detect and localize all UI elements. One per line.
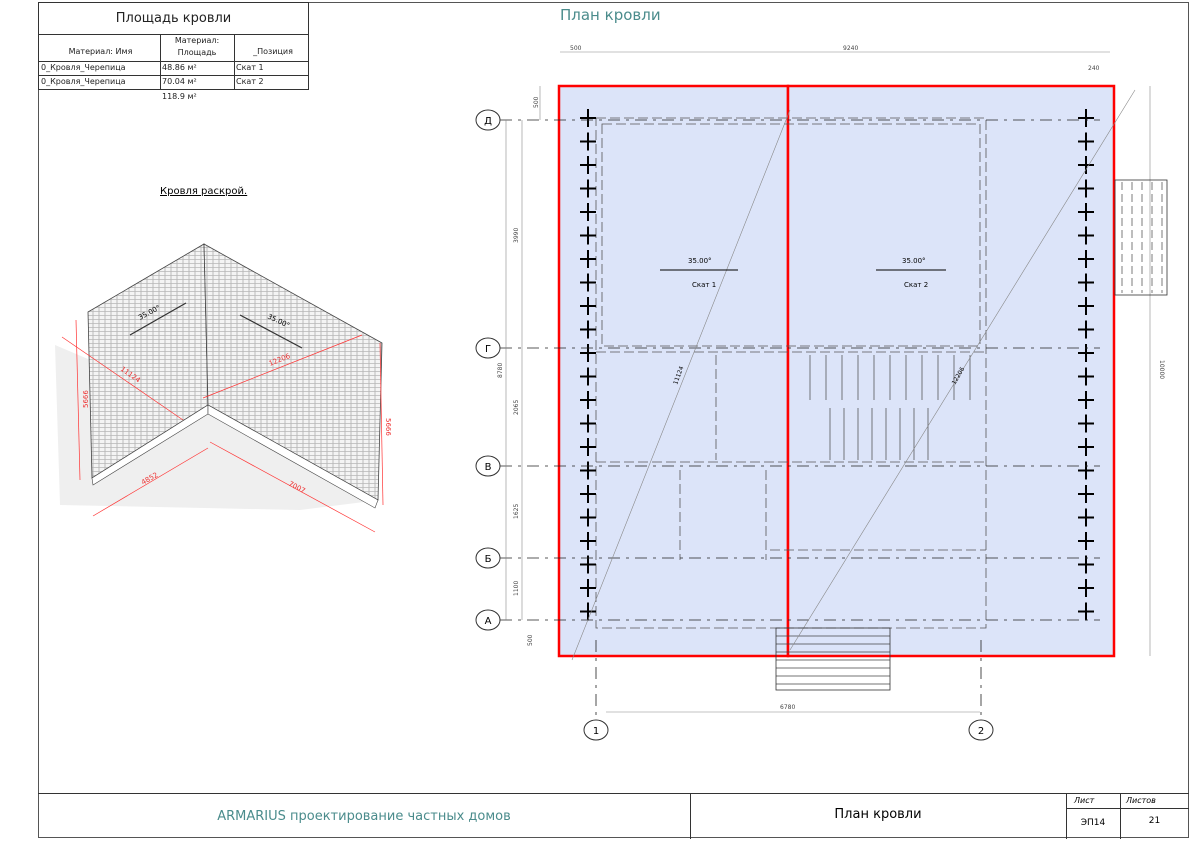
row2-name: 0_Кровля_Черепица	[41, 77, 126, 86]
schedule-title: Площадь кровли	[39, 3, 308, 35]
dim-left-total: 8780	[497, 363, 504, 378]
roof-area-schedule: Площадь кровли Материал: Имя Материал: П…	[38, 2, 309, 101]
slope2-name: Скат 2	[904, 281, 928, 289]
row2-position: Скат 2	[236, 77, 264, 86]
row1-position: Скат 1	[236, 63, 264, 72]
dim-left-4: 1100	[513, 581, 520, 596]
dim-left-3: 1625	[513, 504, 520, 519]
total-area: 118.9 м²	[162, 92, 197, 101]
roof-isometric: 35.00° 35.00° 11124 12206 5666 5666 4852…	[55, 243, 392, 533]
axis-label-row: А	[485, 616, 492, 627]
sheet-number: ЭП14	[1080, 818, 1106, 828]
dim-top-total: 9240	[843, 45, 858, 52]
axis-label-row: Д	[484, 116, 492, 127]
axis-bubble-row	[475, 609, 501, 631]
iso-height-left: 5666	[82, 390, 90, 408]
dim-left-top: 500	[533, 96, 540, 108]
dim-top-right: 240	[1088, 65, 1100, 72]
dim-top-left: 500	[570, 45, 582, 52]
title-block: ARMARIUS проектирование частных домов Пл…	[38, 793, 1189, 839]
iso-title: Кровля раскрой.	[160, 186, 248, 197]
dim-left-1: 3990	[513, 228, 520, 243]
roof-slope-1-outline[interactable]	[557, 84, 790, 658]
axis-label-row: Г	[485, 344, 491, 355]
sheets-count: 21	[1148, 816, 1161, 826]
axis-bubble-col	[583, 719, 609, 741]
sheet-frame	[38, 2, 1189, 838]
sheet-name: План кровли	[834, 807, 922, 822]
axis-bubble-row	[475, 337, 501, 359]
slope1-angle: 35.00°	[688, 257, 712, 265]
dim-left-2: 2065	[513, 400, 520, 415]
axis-label-row: В	[485, 462, 492, 473]
dim-right-total: 10000	[1158, 360, 1165, 379]
iso-height-right: 5666	[384, 418, 392, 436]
axis-bubble-row	[475, 547, 501, 569]
roof-plan: 35.00° Скат 1 35.00° Скат 2 11124 12206 …	[475, 45, 1168, 741]
axis-label-col: 1	[593, 726, 599, 737]
row2-area: 70.04 м²	[162, 77, 197, 86]
axis-bubble-row	[475, 109, 501, 131]
header-material-area: Материал: Площадь	[174, 36, 220, 57]
row1-name: 0_Кровля_Черепица	[41, 63, 126, 72]
axis-bubble-row	[475, 455, 501, 477]
roof-slope-2-outline[interactable]	[786, 84, 1116, 658]
dim-bottom: 6780	[780, 704, 795, 711]
axis-label-row: Б	[485, 554, 492, 565]
slope1-name: Скат 1	[692, 281, 716, 289]
sheets-label: Листов	[1126, 796, 1156, 805]
dim-left-bottom: 500	[527, 634, 534, 646]
axis-bubble-col	[968, 719, 994, 741]
header-position: _Позиция	[253, 47, 293, 56]
slope2-angle: 35.00°	[902, 257, 926, 265]
plan-title: План кровли	[560, 6, 661, 24]
company-name: ARMARIUS проектирование частных домов	[217, 809, 511, 824]
header-material-name: Материал: Имя	[68, 47, 133, 56]
sheet-label: Лист	[1074, 796, 1095, 805]
axis-label-col: 2	[978, 726, 984, 737]
row1-area: 48.86 м²	[162, 63, 197, 72]
